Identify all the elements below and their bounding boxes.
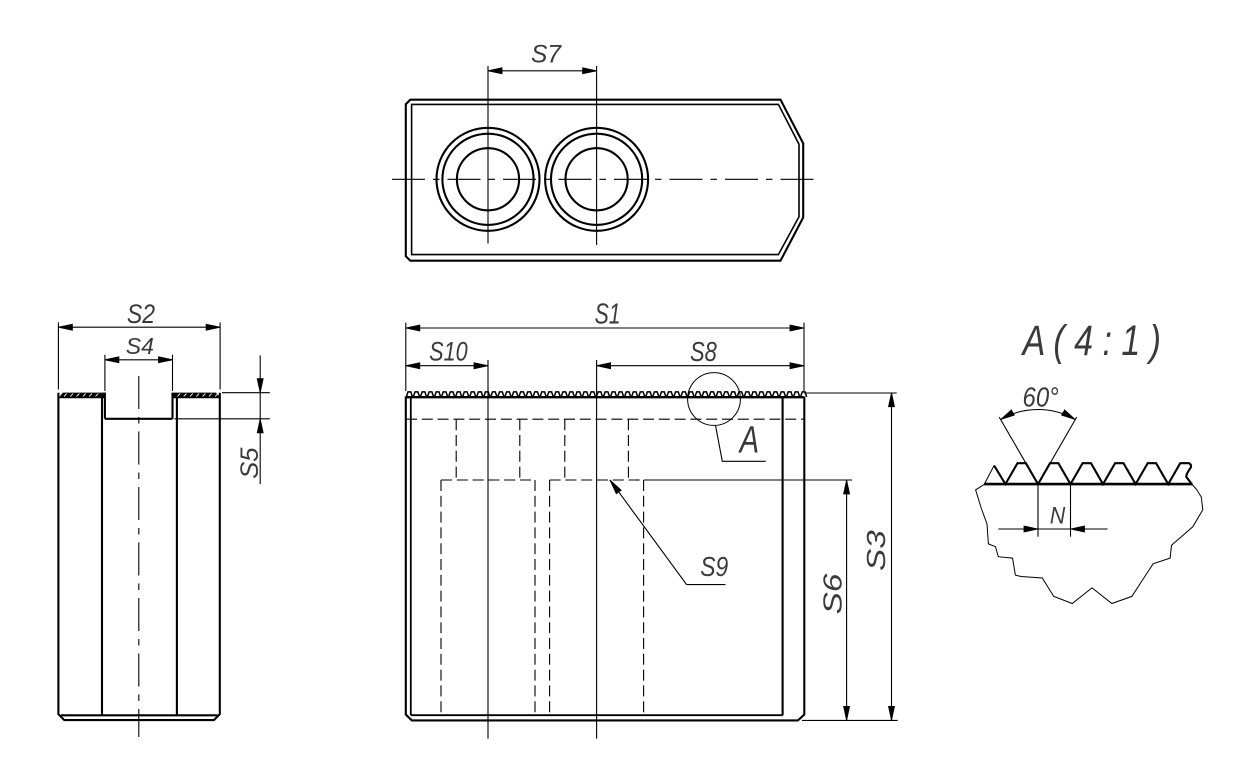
- svg-text:N: N: [1050, 503, 1066, 530]
- svg-text:A: A: [738, 419, 759, 461]
- svg-text:S4: S4: [126, 333, 154, 359]
- svg-text:S1: S1: [595, 298, 621, 330]
- svg-text:S3: S3: [861, 530, 891, 571]
- svg-text:A ( 4 : 1 ): A ( 4 : 1 ): [1020, 317, 1161, 365]
- svg-text:S8: S8: [690, 336, 717, 367]
- svg-text:S2: S2: [127, 299, 155, 329]
- svg-text:S7: S7: [531, 41, 562, 69]
- svg-text:S9: S9: [700, 551, 728, 582]
- svg-text:60°: 60°: [1023, 381, 1059, 412]
- svg-text:S5: S5: [236, 447, 264, 478]
- svg-text:S6: S6: [817, 573, 847, 614]
- svg-text:S10: S10: [429, 336, 468, 366]
